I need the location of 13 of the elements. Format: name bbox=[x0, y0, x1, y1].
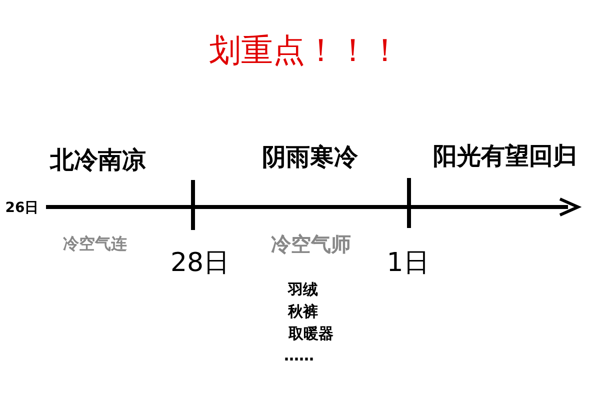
period-label: 阳光有望回归 bbox=[433, 144, 577, 168]
list-item: 取暖器 bbox=[288, 326, 334, 342]
date-label: 26日 bbox=[5, 201, 39, 215]
date-label: 1日 bbox=[386, 250, 430, 276]
list-item: 秋裤 bbox=[288, 304, 318, 320]
title: 划重点！！！ bbox=[209, 34, 401, 66]
note-label: 冷空气连 bbox=[63, 236, 127, 252]
list-item: …… bbox=[284, 348, 314, 364]
list-item: 羽绒 bbox=[288, 282, 318, 298]
note-label: 冷空气师 bbox=[271, 234, 351, 254]
period-label: 北冷南凉 bbox=[50, 148, 146, 172]
period-label: 阴雨寒冷 bbox=[262, 145, 358, 169]
date-label: 28日 bbox=[170, 250, 230, 276]
